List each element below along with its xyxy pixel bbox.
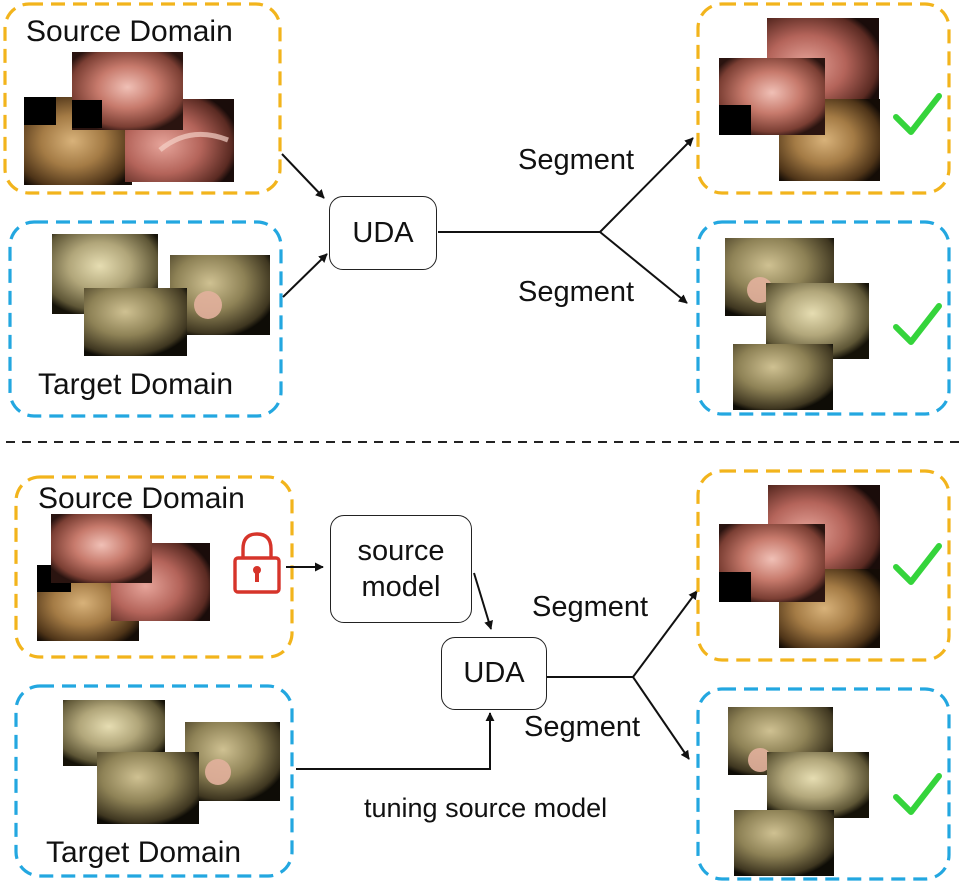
endoscopy-image-overlay bbox=[719, 572, 751, 602]
bottom-target-domain-label: Target Domain bbox=[46, 836, 242, 869]
endoscopy-image bbox=[734, 810, 834, 876]
endoscopy-image bbox=[84, 288, 187, 356]
endoscopy-image bbox=[185, 722, 280, 801]
model-to-uda-arrow bbox=[473, 572, 493, 630]
source-model-node: source model bbox=[330, 515, 472, 623]
top-uda-node: UDA bbox=[329, 196, 437, 270]
endoscopy-image bbox=[97, 752, 199, 824]
top-target-domain-label: Target Domain bbox=[38, 368, 234, 401]
segment-upper-arrow bbox=[599, 137, 694, 233]
bottom-source-domain-label: Source Domain bbox=[38, 482, 245, 515]
bottom-result-source-box bbox=[696, 469, 951, 662]
bottom-target-domain-box bbox=[14, 684, 294, 878]
uda-label: UDA bbox=[463, 657, 525, 690]
checkmark-icon bbox=[893, 303, 942, 345]
endoscopy-image-overlay bbox=[24, 97, 56, 125]
endoscopy-image bbox=[733, 344, 833, 410]
bottom-segment-upper-label: Segment bbox=[532, 591, 649, 623]
top-segment-lower-label: Segment bbox=[518, 276, 635, 308]
bottom-result-target-box bbox=[696, 687, 951, 881]
target-to-uda-arrow bbox=[282, 253, 328, 298]
lock-icon bbox=[233, 532, 281, 594]
segment-upper-arrow bbox=[632, 590, 698, 678]
endoscopy-image-overlay bbox=[719, 105, 751, 135]
endoscopy-image bbox=[51, 514, 152, 583]
top-source-domain-box bbox=[3, 2, 282, 195]
segment-lower-arrow bbox=[632, 676, 690, 760]
tuning-arrow bbox=[296, 712, 495, 770]
tuning-source-model-label: tuning source model bbox=[364, 793, 608, 823]
top-result-source-box bbox=[696, 2, 951, 195]
checkmark-icon bbox=[893, 93, 942, 135]
source-to-uda-arrow bbox=[281, 153, 325, 199]
source-model-label: source model bbox=[357, 534, 445, 603]
uda-label: UDA bbox=[352, 216, 414, 249]
segment-lower-arrow bbox=[599, 231, 688, 304]
endoscopy-image-overlay bbox=[72, 100, 102, 128]
checkmark-icon bbox=[893, 773, 942, 815]
bottom-segment-lower-label: Segment bbox=[524, 711, 641, 743]
top-result-target-box bbox=[696, 220, 951, 416]
bottom-uda-node: UDA bbox=[441, 637, 547, 710]
top-source-domain-label: Source Domain bbox=[26, 15, 233, 48]
top-segment-upper-label: Segment bbox=[518, 144, 635, 176]
checkmark-icon bbox=[893, 543, 942, 585]
endoscopy-image bbox=[767, 752, 869, 818]
top-target-domain-box bbox=[8, 220, 283, 418]
